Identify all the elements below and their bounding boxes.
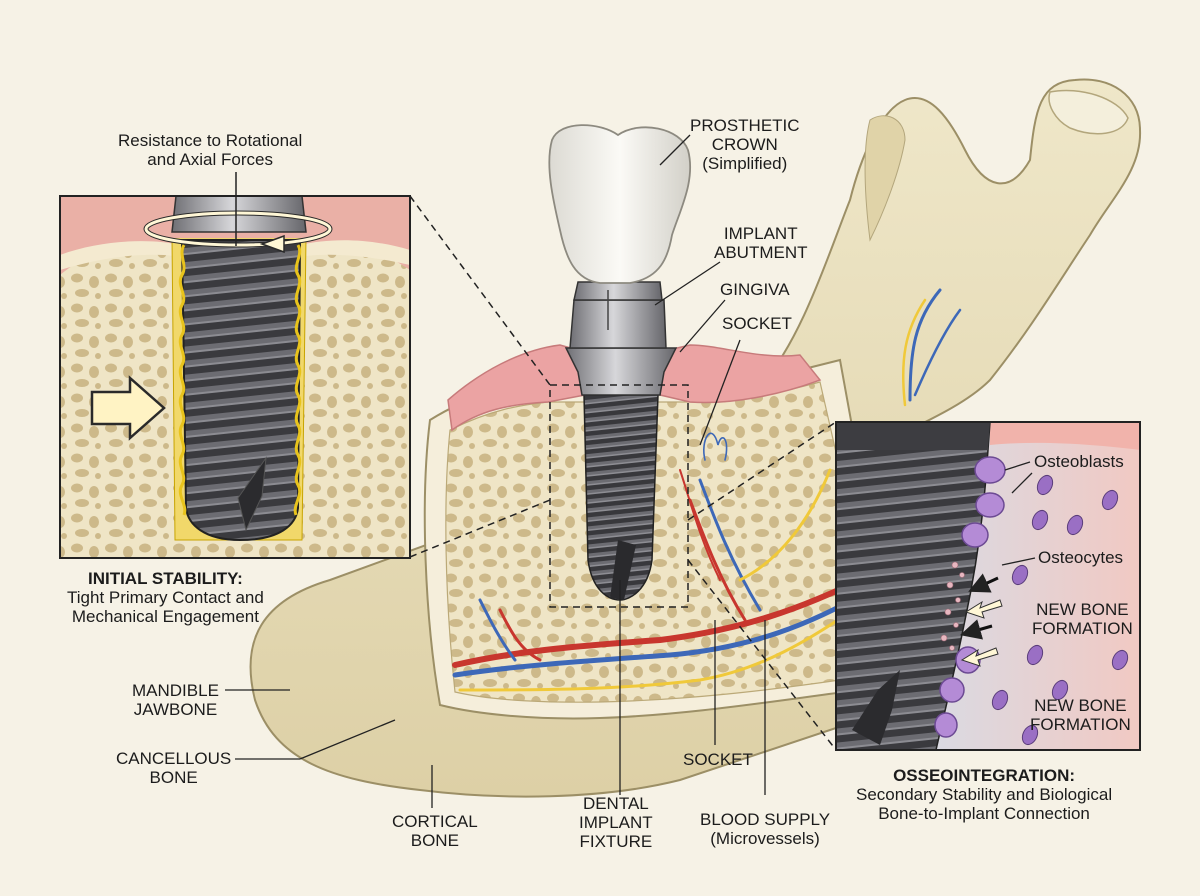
blood-vessels (452, 288, 962, 692)
force-label-line1: Resistance to Rotational (118, 131, 303, 150)
initial-stability-inset (59, 195, 411, 559)
initial-stability-caption-line2: Mechanical Engagement (71, 607, 259, 626)
osteoblast-cells (934, 456, 1006, 738)
fixture-label-line1: DENTAL (582, 794, 649, 813)
new-bone-label-2-line2: FORMATION (1030, 715, 1131, 734)
mandible-label-line1: MANDIBLE (132, 681, 219, 700)
mandible-label: MANDIBLE JAWBONE (132, 681, 219, 719)
force-label-line2: and Axial Forces (147, 150, 273, 169)
force-label: Resistance to Rotational and Axial Force… (118, 131, 302, 169)
socket-top-label: SOCKET (722, 314, 792, 333)
fixture-label-line2: IMPLANT (579, 813, 653, 832)
new-bone-label-1: NEW BONE FORMATION (1032, 600, 1133, 638)
rotation-arrow-icon (143, 172, 333, 254)
osteoblasts-label: Osteoblasts (1034, 452, 1124, 471)
osteocyte-cells (991, 474, 1129, 746)
zoom-indicators (409, 195, 837, 751)
osteocytes-label-text: Osteocytes (1038, 548, 1124, 567)
cortical-label-line2: BONE (410, 831, 459, 850)
blood-supply-label: BLOOD SUPPLY (Microvessels) (700, 810, 830, 848)
fixture-label-line3: FIXTURE (579, 832, 653, 851)
abutment-label-line1: IMPLANT (723, 224, 798, 243)
abutment-label: IMPLANT ABUTMENT (714, 224, 808, 262)
initial-stability-caption-line1: Tight Primary Contact and (67, 588, 264, 607)
cancellous-label: CANCELLOUS BONE (116, 749, 231, 787)
cortical-label: CORTICAL BONE (392, 812, 478, 850)
osseointegration-caption: OSSEOINTEGRATION: Secondary Stability an… (856, 766, 1112, 823)
gingiva-label-text: GINGIVA (720, 280, 790, 299)
osseointegration-caption-line2: Bone-to-Implant Connection (878, 804, 1090, 823)
growth-arrows (959, 573, 1003, 667)
osteoblasts-label-text: Osteoblasts (1034, 452, 1124, 471)
cortical-label-line1: CORTICAL (392, 812, 478, 831)
abutment-label-line2: ABUTMENT (714, 243, 808, 262)
crown-label-line1: PROSTHETIC (690, 116, 800, 135)
socket-top-label-text: SOCKET (722, 314, 792, 333)
new-bone-label-1-line1: NEW BONE (1036, 600, 1129, 619)
blood-supply-label-line1: BLOOD SUPPLY (700, 810, 831, 829)
osseointegration-inset (835, 421, 1141, 751)
osteocytes-label: Osteocytes (1038, 548, 1123, 567)
new-bone-label-2: NEW BONE FORMATION (1030, 696, 1131, 734)
osseointegration-title: OSSEOINTEGRATION: (893, 766, 1076, 785)
mandible-label-line2: JAWBONE (133, 700, 218, 719)
new-bone-particles (940, 561, 965, 651)
crown-label-line2: CROWN (711, 135, 778, 154)
leader-lines (225, 134, 1036, 808)
push-arrow-icon (90, 375, 166, 441)
cancellous-label-line2: BONE (149, 768, 198, 787)
initial-stability-title: INITIAL STABILITY: (87, 569, 243, 588)
socket-bottom-label: SOCKET (683, 750, 753, 769)
cancellous-label-line1: CANCELLOUS (116, 749, 232, 768)
fixture-label: DENTAL IMPLANT FIXTURE (579, 794, 653, 851)
initial-stability-caption: INITIAL STABILITY: Tight Primary Contact… (67, 569, 264, 626)
osseointegration-caption-line1: Secondary Stability and Biological (856, 785, 1113, 804)
main-implant (548, 124, 692, 601)
blood-supply-label-line2: (Microvessels) (710, 829, 820, 848)
socket-bottom-label-text: SOCKET (683, 750, 753, 769)
crown-label-line3: (Simplified) (702, 154, 788, 173)
new-bone-label-2-line1: NEW BONE (1034, 696, 1127, 715)
new-bone-label-1-line2: FORMATION (1032, 619, 1133, 638)
crown-label: PROSTHETIC CROWN (Simplified) (690, 116, 800, 173)
gingiva-label: GINGIVA (720, 280, 790, 299)
